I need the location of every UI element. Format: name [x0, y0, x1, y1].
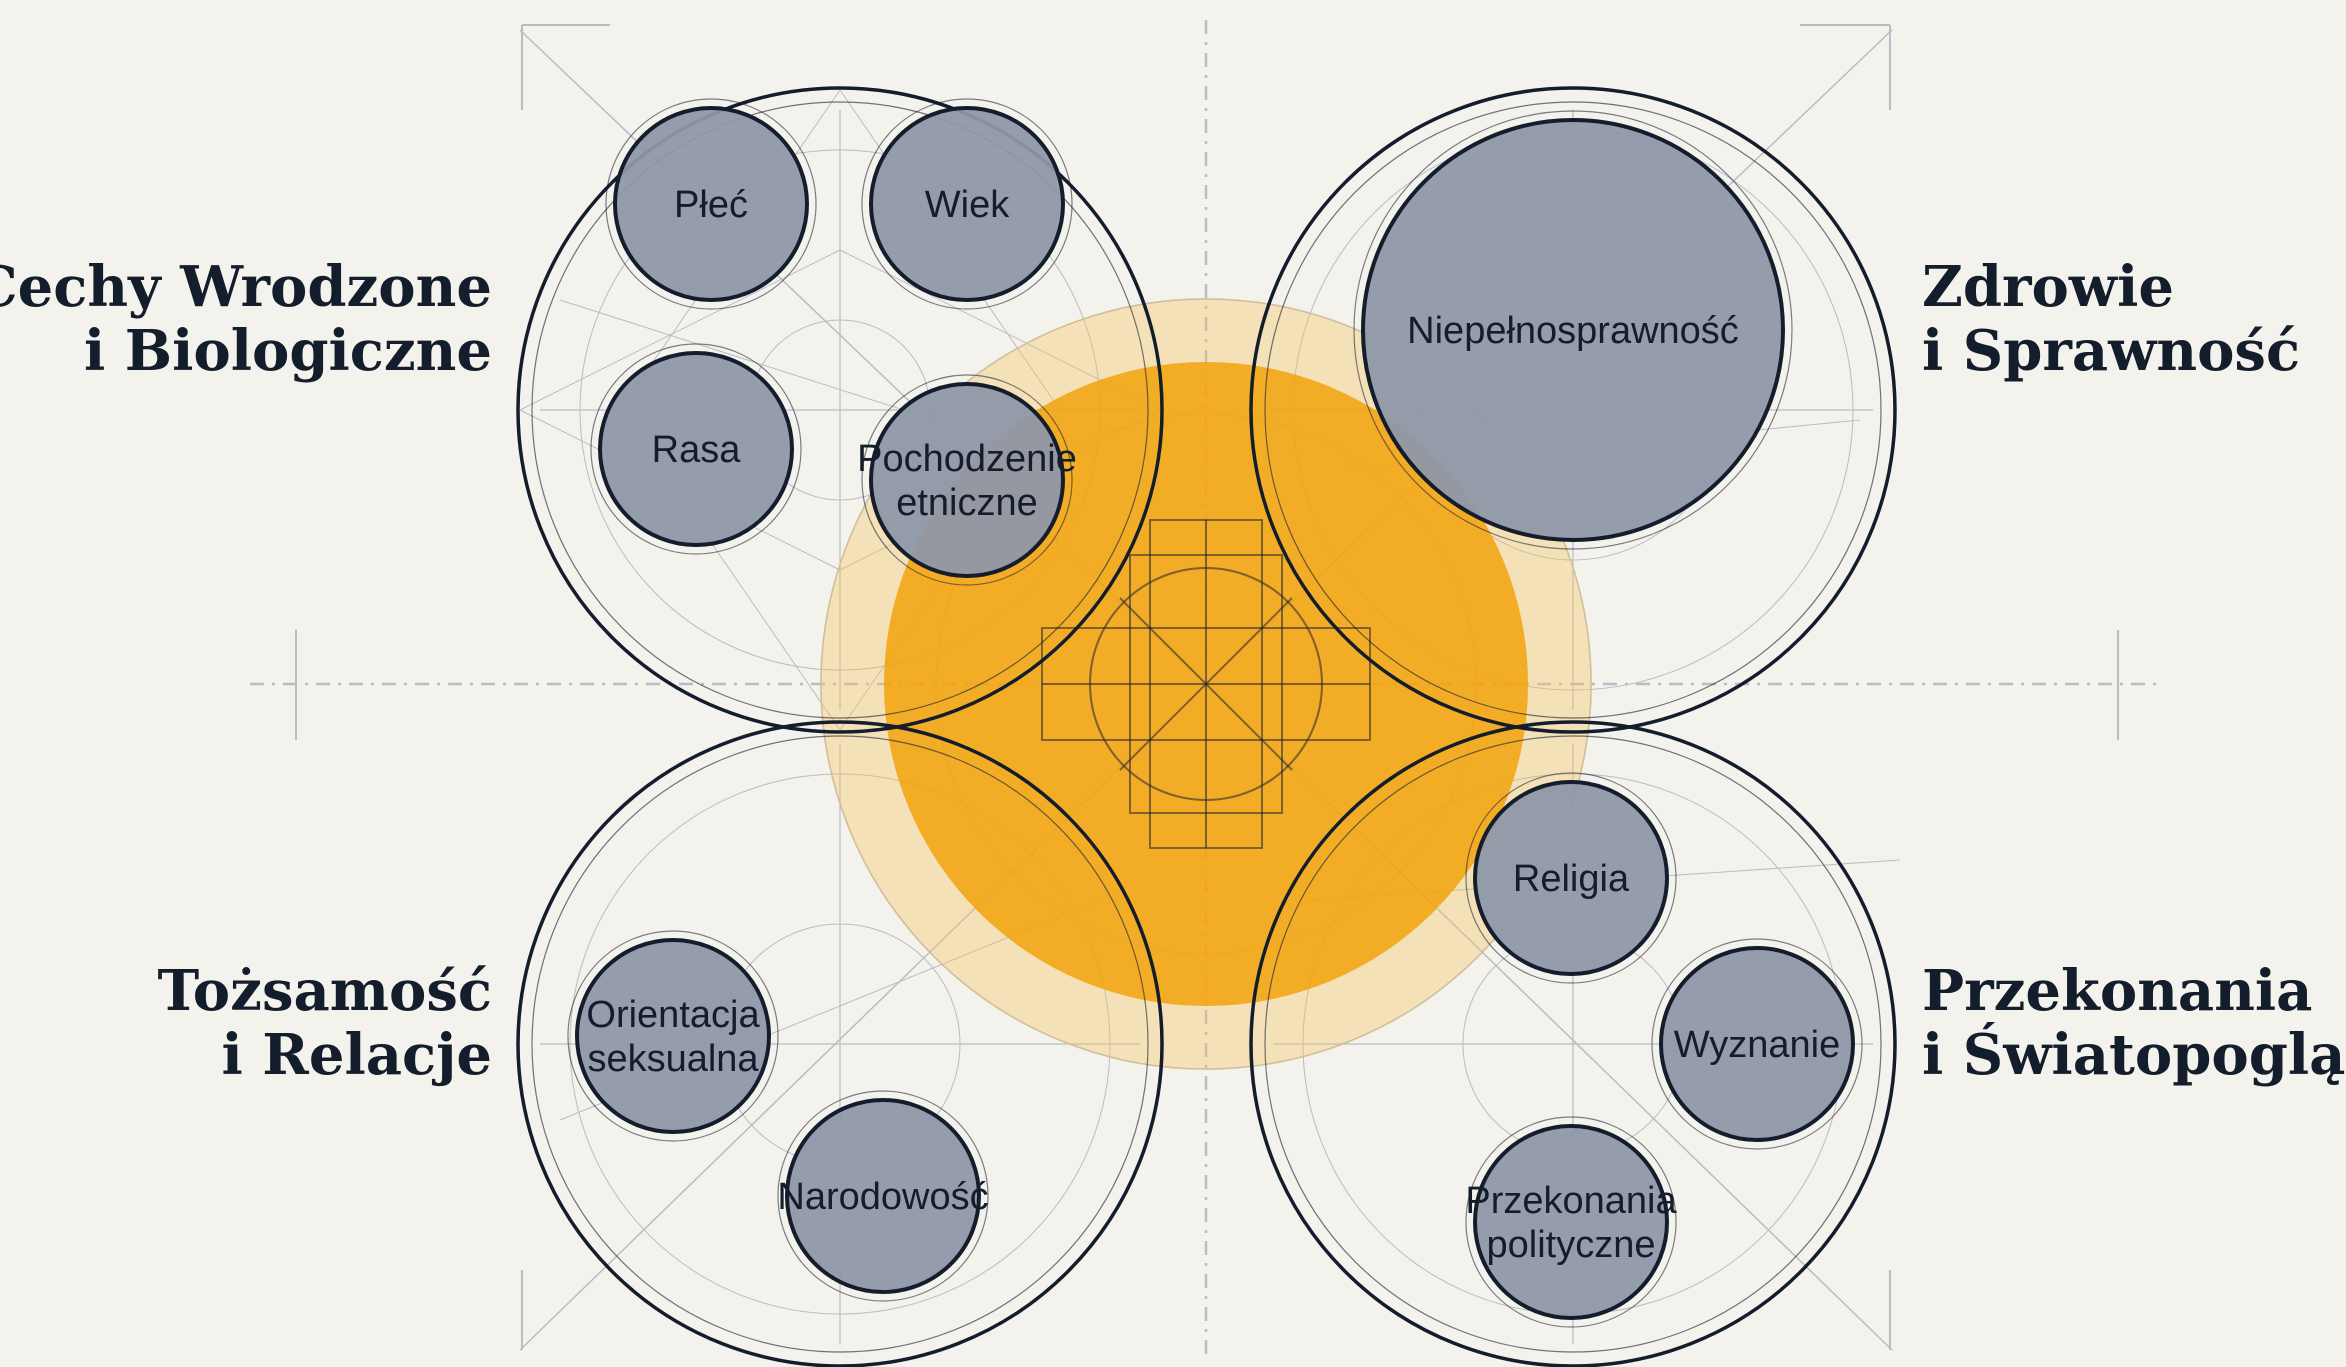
- node-circle: [785, 1098, 981, 1294]
- node-label: Religia: [1513, 858, 1630, 900]
- node-label: polityczne: [1487, 1224, 1656, 1266]
- node-label: Rasa: [652, 429, 742, 471]
- node-label: Orientacja: [586, 994, 760, 1036]
- quadrant-inner-ring: [1264, 735, 1882, 1353]
- node-label: Przekonania: [1465, 1180, 1677, 1222]
- node-rasa: Rasa: [590, 343, 802, 555]
- node-ring: [1465, 772, 1677, 984]
- quadrant-inner-ring: [531, 735, 1149, 1353]
- quadrants: [516, 86, 1897, 1367]
- node-circle: [613, 106, 809, 302]
- category-label-line: i Relacje: [222, 1022, 492, 1088]
- node-narodowosc: Narodowość: [777, 1090, 989, 1302]
- node-circle: [1659, 946, 1855, 1142]
- category-label-line: i Światopogląd: [1922, 1021, 2346, 1088]
- node-circle: [1473, 780, 1669, 976]
- node-label: Pochodzenie: [857, 438, 1077, 480]
- core-ornament: [1041, 519, 1371, 849]
- node-circle: [575, 938, 771, 1134]
- node-ring: [1353, 110, 1793, 550]
- node-niepelnosprawnosc: Niepełnosprawność: [1353, 110, 1793, 550]
- node-ring: [861, 374, 1073, 586]
- quadrant-circle-identity: [516, 720, 1164, 1367]
- node-ring: [590, 343, 802, 555]
- node-label: Wiek: [925, 184, 1010, 226]
- node-label: Wyznanie: [1674, 1024, 1841, 1066]
- node-wiek: Wiek: [861, 98, 1073, 310]
- node-ring: [605, 98, 817, 310]
- quadrant-inner-ring: [1264, 101, 1882, 719]
- node-ring: [567, 930, 779, 1142]
- node-religia: Religia: [1465, 772, 1677, 984]
- construction-circle: [569, 773, 1111, 1315]
- node-label: Niepełnosprawność: [1407, 310, 1739, 352]
- node-ring: [1651, 938, 1863, 1150]
- category-label-line: i Biologiczne: [84, 318, 492, 384]
- node-circle: [1361, 118, 1785, 542]
- category-label-line: Tożsamość: [158, 958, 492, 1024]
- node-label: Płeć: [674, 184, 748, 226]
- node-label: Narodowość: [777, 1176, 988, 1218]
- node-wyznanie: Wyznanie: [1651, 938, 1863, 1150]
- category-label-line: Cechy Wrodzone: [0, 254, 492, 320]
- quadrant-inner-ring: [531, 101, 1149, 719]
- category-label-line: Przekonania: [1922, 958, 2312, 1024]
- quadrant-circle-health: [1249, 86, 1897, 734]
- node-circle: [869, 382, 1065, 578]
- node-ring: [777, 1090, 989, 1302]
- node-plec: Płeć: [605, 98, 817, 310]
- category-label-line: i Sprawność: [1922, 318, 2300, 384]
- quadrant-circle-innate: [516, 86, 1164, 734]
- construction-circle: [820, 298, 1592, 1070]
- node-circle: [1473, 1124, 1669, 1320]
- quadrant-circle-beliefs: [1249, 720, 1897, 1367]
- category-label-line: Zdrowie: [1922, 254, 2174, 320]
- node-ring: [861, 98, 1073, 310]
- node-ring: [1465, 1116, 1677, 1328]
- node-label: seksualna: [587, 1038, 759, 1080]
- node-circle: [869, 106, 1065, 302]
- node-circle: [598, 351, 794, 547]
- node-label: etniczne: [896, 482, 1038, 524]
